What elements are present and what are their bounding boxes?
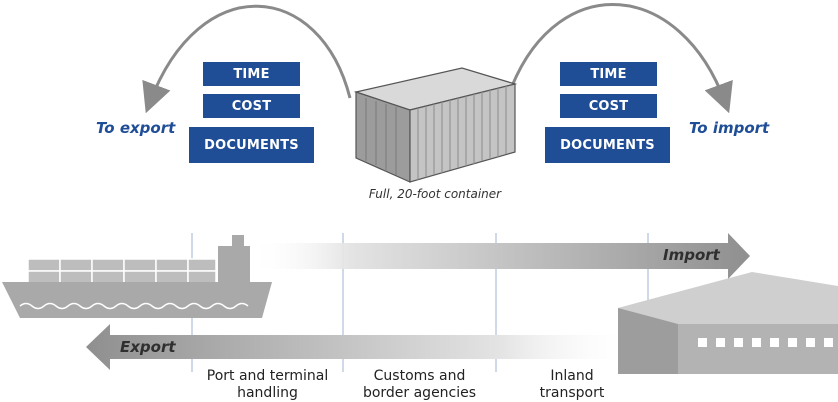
stage-port-handling: Port and terminal handling	[192, 368, 343, 402]
export-time-box: TIME	[203, 62, 300, 86]
stage-customs-border-line1: Customs and	[373, 368, 466, 384]
stage-customs-border: Customs and border agencies	[343, 368, 496, 402]
stage-customs-border-line2: border agencies	[362, 385, 477, 401]
stage-inland-transport-line1: Inland	[550, 368, 594, 384]
import-documents-box: DOCUMENTS	[545, 127, 670, 163]
export-flow-arrow-icon	[86, 324, 640, 370]
stage-port-handling-line1: Port and terminal	[206, 368, 329, 384]
container-caption: Full, 20-foot container	[368, 187, 502, 201]
import-flow-arrow-icon	[250, 233, 750, 279]
import-time-box: TIME	[560, 62, 657, 86]
to-export-label: To export	[96, 119, 176, 137]
stage-inland-transport-line2: transport	[539, 385, 605, 401]
stage-inland-transport: Inland transport	[496, 368, 648, 402]
stage-port-handling-line2: handling	[237, 385, 298, 401]
shipping-container-icon	[353, 67, 518, 183]
warehouse-icon	[618, 272, 838, 374]
import-label: Import	[663, 246, 720, 264]
export-documents-box: DOCUMENTS	[189, 127, 314, 163]
import-curved-arrow-icon	[510, 3, 733, 114]
cargo-ship-icon	[2, 235, 272, 318]
export-cost-box: COST	[203, 94, 300, 118]
export-curved-arrow-icon	[142, 4, 352, 114]
export-label: Export	[120, 338, 176, 356]
import-cost-box: COST	[560, 94, 657, 118]
to-import-label: To import	[689, 119, 770, 137]
